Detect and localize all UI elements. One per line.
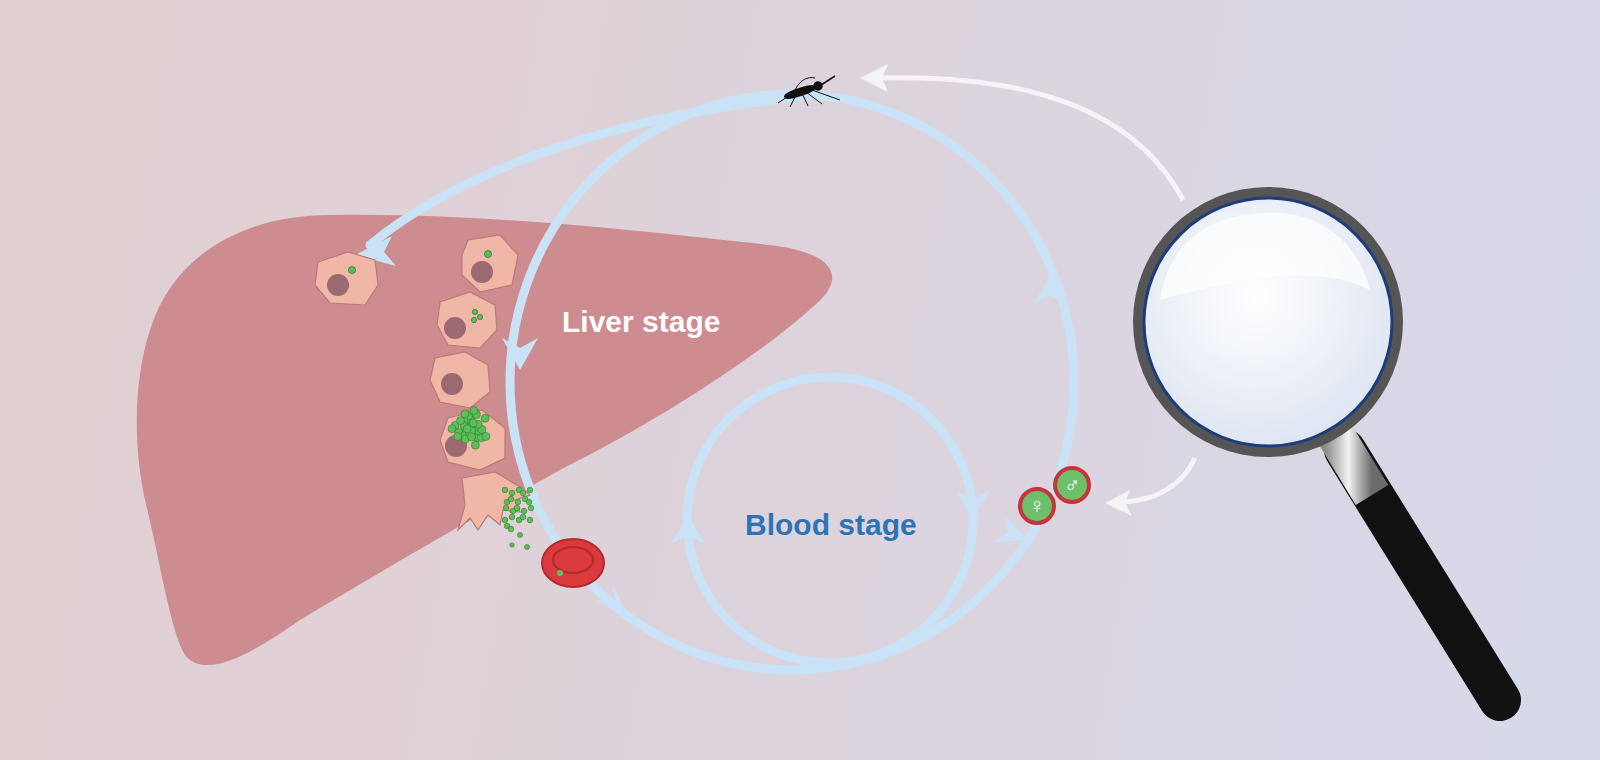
arrowhead (597, 582, 630, 620)
arrowhead (502, 338, 538, 370)
arrowhead (670, 515, 706, 545)
merozoite (469, 419, 477, 427)
hepatocyte (437, 292, 497, 348)
sex-symbol: ♀ (1029, 495, 1046, 517)
merozoite (502, 517, 508, 523)
blood-cycle (687, 377, 973, 663)
arrowhead (1105, 490, 1132, 516)
merozoite (470, 406, 478, 414)
merozoite (527, 517, 533, 523)
gametocyte: ♂ (1053, 466, 1091, 504)
merozoite (502, 487, 508, 493)
hepatocyte (315, 252, 378, 305)
merozoite (508, 496, 514, 502)
merozoite (509, 514, 515, 520)
merozoite (525, 545, 530, 550)
merozoite (448, 425, 456, 433)
hepatocyte (440, 410, 505, 470)
red-blood-cell (542, 539, 604, 587)
hepatocyte (462, 235, 518, 292)
merozoite (482, 432, 490, 440)
merozoite (481, 414, 489, 422)
sex-symbol: ♂ (1064, 474, 1081, 496)
merozoite (468, 433, 476, 441)
merozoite (503, 505, 509, 511)
merozoite (520, 490, 526, 496)
merozoite (471, 441, 479, 449)
mosquito (778, 76, 840, 107)
pointer-arrow (880, 78, 1183, 200)
stage-label: Blood stage (745, 508, 917, 542)
arrowhead (860, 64, 888, 92)
mosquito-to-liver (370, 97, 800, 245)
hepatocyte (430, 352, 490, 408)
arrowhead (956, 490, 990, 520)
merozoite (515, 499, 521, 505)
merozoite (514, 505, 520, 511)
merozoite (526, 499, 532, 505)
merozoite (518, 533, 523, 538)
magnifying-glass (1133, 187, 1500, 700)
arrowhead (1033, 275, 1066, 305)
gametocyte: ♀ (1018, 487, 1056, 525)
merozoite (521, 508, 527, 514)
stage-label: Liver stage (562, 305, 720, 339)
merozoite (520, 514, 526, 520)
merozoite (510, 543, 514, 547)
merozoite (454, 433, 462, 441)
liver-outline (137, 215, 832, 665)
ruptured-hepatocyte (458, 472, 530, 530)
pointer-arrow (1125, 458, 1195, 502)
merozoite (528, 505, 534, 511)
merozoite (508, 526, 514, 532)
merozoite (463, 425, 471, 433)
merozoite (509, 490, 515, 496)
main-cycle (510, 94, 1074, 670)
merozoite (457, 417, 465, 425)
merozoite (527, 487, 533, 493)
